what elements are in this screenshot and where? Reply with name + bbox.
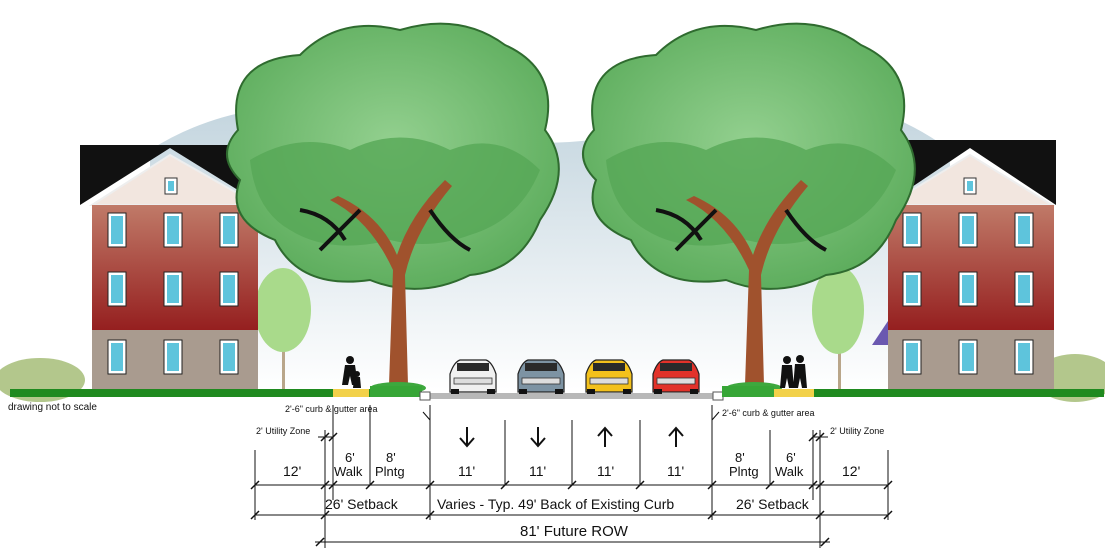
up-arrow-icon [668,426,684,447]
lane-width-2: 11' [529,463,546,479]
dimension-tick [815,510,825,520]
walk-width-right: 6' [786,450,796,465]
background-tree-right [812,266,864,390]
planting-label-right: Plntg [729,464,759,479]
future-row-label: 81' Future ROW [520,523,629,540]
setback-label-right: 26' Setback [736,496,810,512]
planting-width-left: 8' [386,450,396,465]
dimension-tick [500,480,510,490]
setback-width-left: 12' [283,463,301,479]
dimension-tick [365,480,375,490]
planting-label-left: Plntg [375,464,405,479]
car [449,359,497,394]
window-pane [167,343,179,371]
down-arrow-icon [530,427,546,448]
window-pane [1018,275,1030,303]
dimension-tick [328,432,338,442]
pedestrians-right [780,355,807,388]
walk-width-left: 6' [345,450,355,465]
dimension-tick [328,480,338,490]
window-pane [223,343,235,371]
existing-curb-label: Varies - Typ. 49' Back of Existing Curb [437,496,674,512]
awning-right [872,318,893,345]
up-arrow-icon [597,426,613,447]
window-pane [223,275,235,303]
car [585,359,633,394]
pedestrian-left [342,356,361,388]
dimension-tick [320,480,330,490]
window-pane [167,216,179,244]
dimension-tick [425,510,435,520]
curb-left [419,391,431,401]
dimension-tick [320,510,330,520]
window-pane [1018,343,1030,371]
walk-label-left: Walk [334,464,363,479]
tick-marks [250,432,893,547]
dimension-tick [765,480,775,490]
dimension-tick [315,537,325,547]
dimension-tick [635,480,645,490]
setback-width-right: 12' [842,463,860,479]
window-pane [906,275,918,303]
window-pane [906,343,918,371]
dimension-tick [815,432,825,442]
dimension-tick [883,480,893,490]
road [422,393,722,399]
building-right-windows [902,212,1034,375]
curb-right [712,391,724,401]
street-tree-left [226,22,560,394]
dimension-tick [425,480,435,490]
dimension-tick [815,480,825,490]
planting-width-right: 8' [735,450,745,465]
utility-zone-label-right: 2' Utility Zone [830,426,884,436]
curb-gutter-label-left: 2'-6" curb & gutter area [285,404,377,414]
setback-label-left: 26' Setback [325,496,399,512]
dimension-tick [320,432,330,442]
window-pane [906,216,918,244]
lane-width-4: 11' [667,463,684,479]
building-left-windows [107,212,239,375]
window-pane [111,275,123,303]
dimension-tick [820,537,830,547]
cars [449,359,700,394]
background-tree-left [255,268,311,390]
window-pane [962,343,974,371]
lane-width-1: 11' [458,463,475,479]
window-pane [1018,216,1030,244]
window-pane [962,216,974,244]
dimension-tick [707,480,717,490]
dimension-tick [250,480,260,490]
walk-label-right: Walk [775,464,804,479]
dimension-tick [250,510,260,520]
window-pane [111,343,123,371]
window-pane [962,275,974,303]
window-pane [223,216,235,244]
car [652,359,700,394]
dimension-tick [707,510,717,520]
not-to-scale-note: drawing not to scale [8,402,97,413]
down-arrow-icon [459,427,475,448]
car [517,359,565,394]
window-pane [167,275,179,303]
dimension-tick [808,480,818,490]
lane-width-3: 11' [597,463,614,479]
dimension-tick [883,510,893,520]
dimension-tick [808,432,818,442]
dimension-tick [567,480,577,490]
window-pane [111,216,123,244]
curb-gutter-label-right: 2'-6" curb & gutter area [722,408,814,418]
ground-left [10,389,370,397]
utility-zone-label-left: 2' Utility Zone [256,426,310,436]
ground-right [814,389,1104,397]
walk-left [333,389,369,397]
planting-right [722,386,774,397]
walk-right [774,389,814,397]
planting-left [370,386,422,397]
